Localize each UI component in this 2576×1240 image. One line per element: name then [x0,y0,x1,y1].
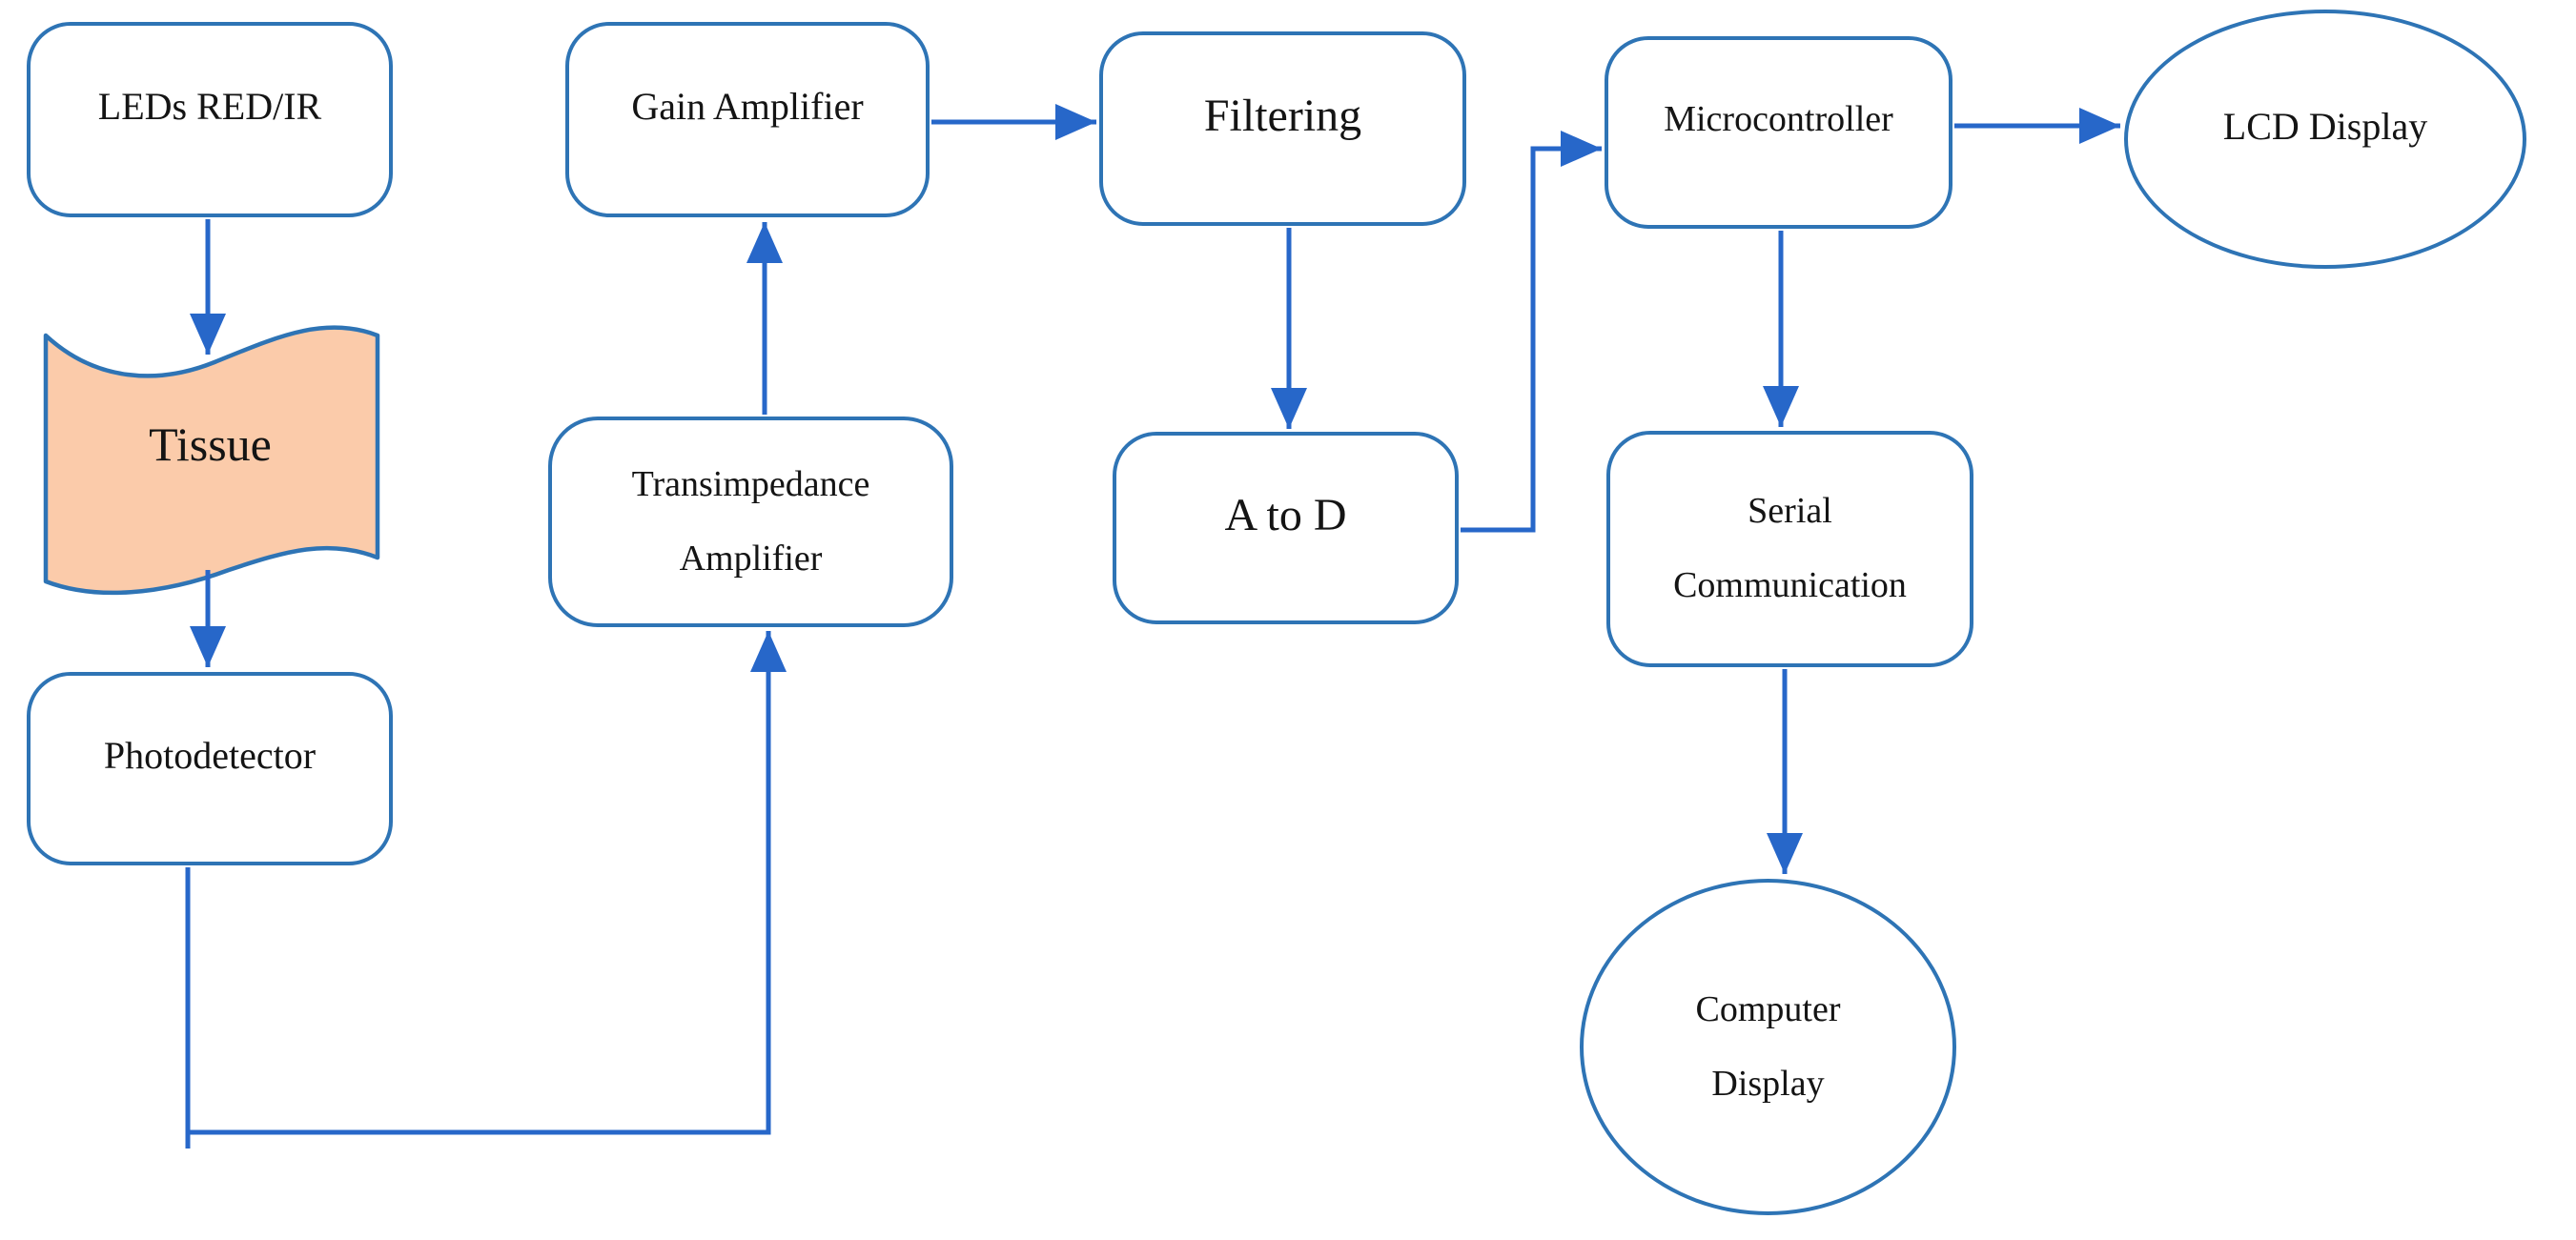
node-label: Tissue [149,417,272,471]
arrow-photodetector-to-transimpedance [185,631,787,1135]
node-filtering: Filtering [1099,31,1466,226]
node-tissue: Tissue [41,335,379,579]
node-gain-amplifier: Gain Amplifier [565,22,930,217]
node-label-line1: Computer [1695,988,1841,1029]
node-microcontroller: Microcontroller [1605,36,1952,229]
node-lcd-display: LCD Display [2124,10,2526,269]
node-label-line2: Communication [1673,565,1907,605]
node-label: LCD Display [2222,104,2428,148]
node-transimpedance-amplifier: Transimpedance Amplifier [548,417,953,627]
node-label-line1: Transimpedance [631,463,870,504]
node-leds-red-ir: LEDs RED/IR [27,22,393,217]
node-label: Photodetector [103,734,317,777]
tissue-shape [43,325,380,596]
node-label: LEDs RED/IR [97,85,322,128]
node-label-line2: Amplifier [679,538,823,579]
arrow-atod-to-microcontroller [1461,131,1602,533]
node-computer-display: Computer Display [1580,879,1956,1215]
node-serial-communication: Serial Communication [1606,431,1973,667]
node-a-to-d: A to D [1113,432,1459,624]
node-label: Gain Amplifier [631,85,864,128]
node-label: A to D [1224,489,1347,540]
node-label: Microcontroller [1664,99,1893,139]
node-label-line2: Display [1711,1063,1825,1104]
node-label: Filtering [1203,90,1362,141]
node-photodetector: Photodetector [27,672,393,865]
node-label-line1: Serial [1748,491,1832,532]
